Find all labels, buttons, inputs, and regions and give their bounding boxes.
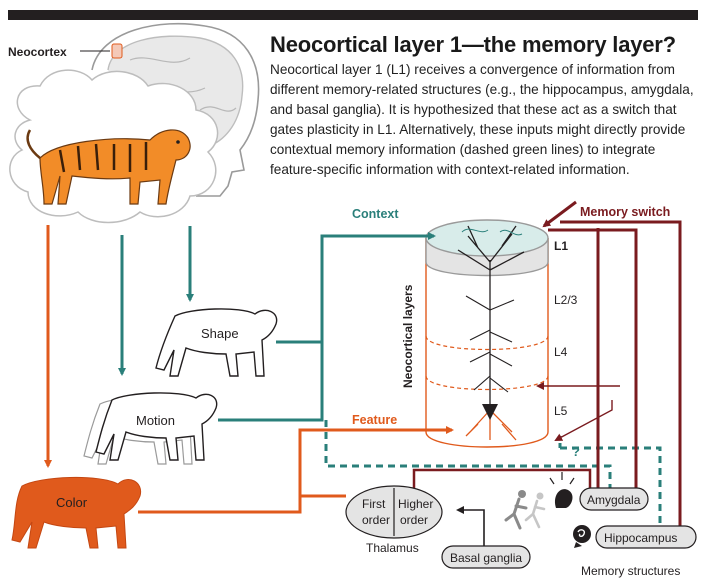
layer-l4-label: L4 <box>554 345 568 359</box>
tiger-icon <box>26 129 191 205</box>
pyramidal-neuron-icon <box>457 225 525 441</box>
memory-switch-arrow <box>542 200 577 228</box>
figure-caption: Neocortical layer 1 (L1) receives a conv… <box>270 62 694 177</box>
feature-label: Feature <box>352 413 397 427</box>
basal-ganglia-arrow <box>456 506 485 548</box>
layer-l23-label: L2/3 <box>554 293 578 307</box>
context-label: Context <box>352 207 399 221</box>
memory-switch-label: Memory switch <box>580 205 670 219</box>
basal-ganglia-box <box>441 545 531 569</box>
first-order-label-1: First <box>362 497 386 511</box>
l5-input-arrow-2 <box>554 400 613 441</box>
motion-label: Motion <box>136 413 175 428</box>
hippocampus-label: Hippocampus <box>604 531 677 545</box>
shape-label: Shape <box>201 326 239 341</box>
neocortical-cylinder <box>425 219 549 448</box>
dashed-context-line-hippocampus <box>560 446 662 528</box>
amygdala-box <box>579 487 649 511</box>
context-pathway-shape <box>276 232 436 344</box>
memory-structures-label: Memory structures <box>581 564 680 578</box>
layer-l5-label: L5 <box>554 404 568 418</box>
neocortical-layers-label: Neocortical layers <box>401 284 415 388</box>
figure-title: Neocortical layer 1—the memory layer? <box>270 32 676 57</box>
motion-silhouette <box>83 392 218 465</box>
higher-order-label-1: Higher <box>398 497 433 511</box>
first-order-label-2: order <box>362 513 390 527</box>
switch-line-2 <box>548 228 638 492</box>
question-mark: ? <box>572 444 580 459</box>
higher-order-label-2: order <box>400 513 428 527</box>
amygdala-icon <box>549 472 575 508</box>
hippocampus-box <box>595 525 697 549</box>
neocortex-label: Neocortex <box>8 45 67 59</box>
context-pathway-motion <box>218 342 324 422</box>
hippocampus-icon <box>573 525 591 548</box>
color-label: Color <box>56 495 88 510</box>
top-rule <box>8 10 698 20</box>
thalamus <box>345 485 443 539</box>
basal-ganglia-label: Basal ganglia <box>450 551 522 565</box>
color-silhouette <box>11 476 142 549</box>
thalamus-label: Thalamus <box>366 541 419 555</box>
cortex-sample-icon <box>111 43 123 59</box>
layer-l1-label: L1 <box>554 239 568 253</box>
switch-line-3 <box>560 220 682 530</box>
dashed-context-line-amygdala <box>324 420 612 488</box>
feature-pathway <box>138 426 454 514</box>
switch-line-thalamus <box>412 468 592 492</box>
shape-silhouette <box>155 308 278 377</box>
runner-icon <box>504 490 546 530</box>
amygdala-label: Amygdala <box>587 493 641 507</box>
